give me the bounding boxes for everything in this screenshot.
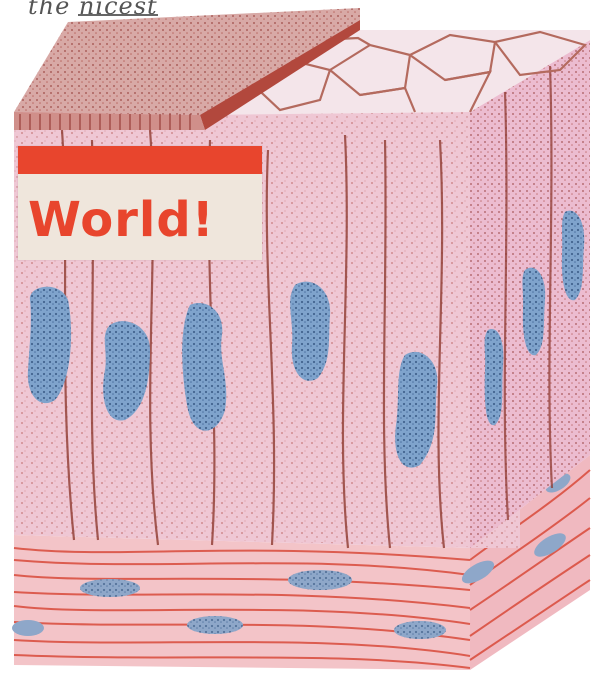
nucleus [485,329,504,425]
nucleus [290,282,330,381]
label-text: World! [28,192,215,248]
nucleus [522,268,545,356]
label-stripe [18,146,262,174]
nucleus [562,211,584,301]
nucleus [182,303,226,431]
caption-top: the nicest [28,0,158,20]
label-card: World! [18,146,262,260]
